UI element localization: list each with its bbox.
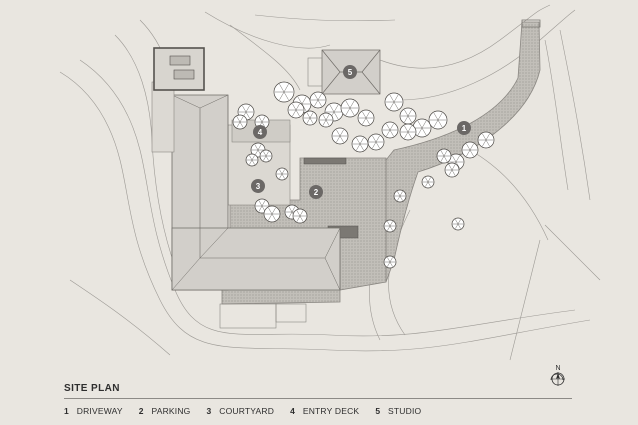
tree-icon xyxy=(383,255,397,269)
tree-icon xyxy=(436,148,452,164)
plan-marker-driveway: 1 xyxy=(457,121,471,135)
roof-hip xyxy=(171,227,229,291)
legend-item-studio: 5 STUDIO xyxy=(375,406,421,416)
legend-number: 4 xyxy=(290,406,295,416)
roof-hip xyxy=(171,94,229,109)
legend-title: SITE PLAN xyxy=(64,383,120,394)
north-arrow-circle xyxy=(550,373,564,380)
tree-icon xyxy=(302,110,318,126)
tree-icon xyxy=(451,217,465,231)
contour-line xyxy=(509,239,541,361)
tree-icon xyxy=(259,149,273,163)
contour-line xyxy=(254,14,396,22)
tree-icon xyxy=(331,127,349,145)
legend-label: ENTRY DECK xyxy=(302,406,360,416)
contour-line xyxy=(399,9,576,101)
tree-icon xyxy=(393,189,407,203)
plan-marker-number: 2 xyxy=(314,188,319,197)
plan-marker-number: 1 xyxy=(462,124,467,133)
tree-icon xyxy=(357,109,375,127)
contour-line xyxy=(379,4,551,69)
tree-icon xyxy=(292,208,308,224)
tree-icon xyxy=(367,133,385,151)
tree-icon xyxy=(309,91,327,109)
north-arrow xyxy=(550,373,564,380)
tree-icon xyxy=(384,92,404,112)
plan-marker-number: 5 xyxy=(348,68,353,77)
contour-line xyxy=(204,11,331,49)
garage-skylight xyxy=(169,55,191,66)
tree-icon xyxy=(340,98,360,118)
tree-icon xyxy=(383,219,397,233)
tree-icon xyxy=(245,153,259,167)
number-markers: 1 2 3 4 5 xyxy=(251,65,471,199)
tree-icon xyxy=(412,118,432,138)
north-arrow-icon: N xyxy=(551,365,565,386)
legend-divider xyxy=(64,398,572,399)
plan-marker-number: 4 xyxy=(258,128,263,137)
contour-line xyxy=(388,209,411,336)
plan-marker-entry-deck: 4 xyxy=(253,125,267,139)
north-label: N xyxy=(555,365,560,372)
contour-line xyxy=(229,24,301,91)
roof-hip xyxy=(324,227,341,291)
plan-marker-parking: 2 xyxy=(309,185,323,199)
legend-item-driveway: 1 DRIVEWAY xyxy=(64,406,123,416)
tree-icon xyxy=(477,131,495,149)
tree-icon xyxy=(318,112,334,128)
contour-line xyxy=(544,224,601,281)
contour-line xyxy=(469,149,549,241)
tree-icon xyxy=(263,205,281,223)
legend-label: PARKING xyxy=(151,406,191,416)
tree-icon xyxy=(351,135,369,153)
legend-number: 5 xyxy=(375,406,381,416)
plan-marker-courtyard: 3 xyxy=(251,179,265,193)
tree-icon xyxy=(428,110,448,130)
legend-number: 3 xyxy=(206,406,212,416)
tree-icon xyxy=(287,101,305,119)
driveway-gate xyxy=(521,19,541,28)
plan-marker-studio: 5 xyxy=(343,65,357,79)
contour-line xyxy=(559,29,591,201)
tree-icon xyxy=(275,167,289,181)
tree-icon xyxy=(381,121,399,139)
studio-deck xyxy=(307,57,323,87)
house-wing-east xyxy=(171,227,341,291)
legend-item-courtyard: 3 COURTYARD xyxy=(207,406,275,416)
trees xyxy=(232,81,495,269)
south-deck xyxy=(275,303,307,323)
planter-north xyxy=(303,157,347,165)
legend-item-parking: 2 PARKING xyxy=(139,406,191,416)
garage xyxy=(153,47,205,91)
contour-lines xyxy=(59,4,601,361)
contour-line xyxy=(79,59,576,337)
south-deck xyxy=(219,303,277,329)
tree-icon xyxy=(461,141,479,159)
contour-line xyxy=(69,279,171,356)
tree-icon xyxy=(399,107,417,125)
garage-skylight xyxy=(173,69,195,80)
tree-icon xyxy=(399,123,417,141)
contour-line xyxy=(59,71,591,352)
legend: 1 DRIVEWAY 2 PARKING 3 COURTYARD 4 ENTRY… xyxy=(64,405,437,417)
legend-label: DRIVEWAY xyxy=(76,406,123,416)
tree-icon xyxy=(273,81,295,103)
tree-icon xyxy=(421,175,435,189)
legend-number: 2 xyxy=(138,406,144,416)
main-house-roof xyxy=(171,94,341,291)
site-plan-drawing: 1 2 3 4 5 xyxy=(59,4,601,380)
legend-item-entry-deck: 4 ENTRY DECK xyxy=(290,406,359,416)
plan-marker-number: 3 xyxy=(256,182,261,191)
legend-number: 1 xyxy=(64,406,69,416)
tree-icon xyxy=(232,114,248,130)
legend-label: STUDIO xyxy=(388,406,422,416)
tree-icon xyxy=(444,162,460,178)
legend-label: COURTYARD xyxy=(219,406,275,416)
contour-line xyxy=(544,39,569,191)
west-annex xyxy=(151,81,175,153)
